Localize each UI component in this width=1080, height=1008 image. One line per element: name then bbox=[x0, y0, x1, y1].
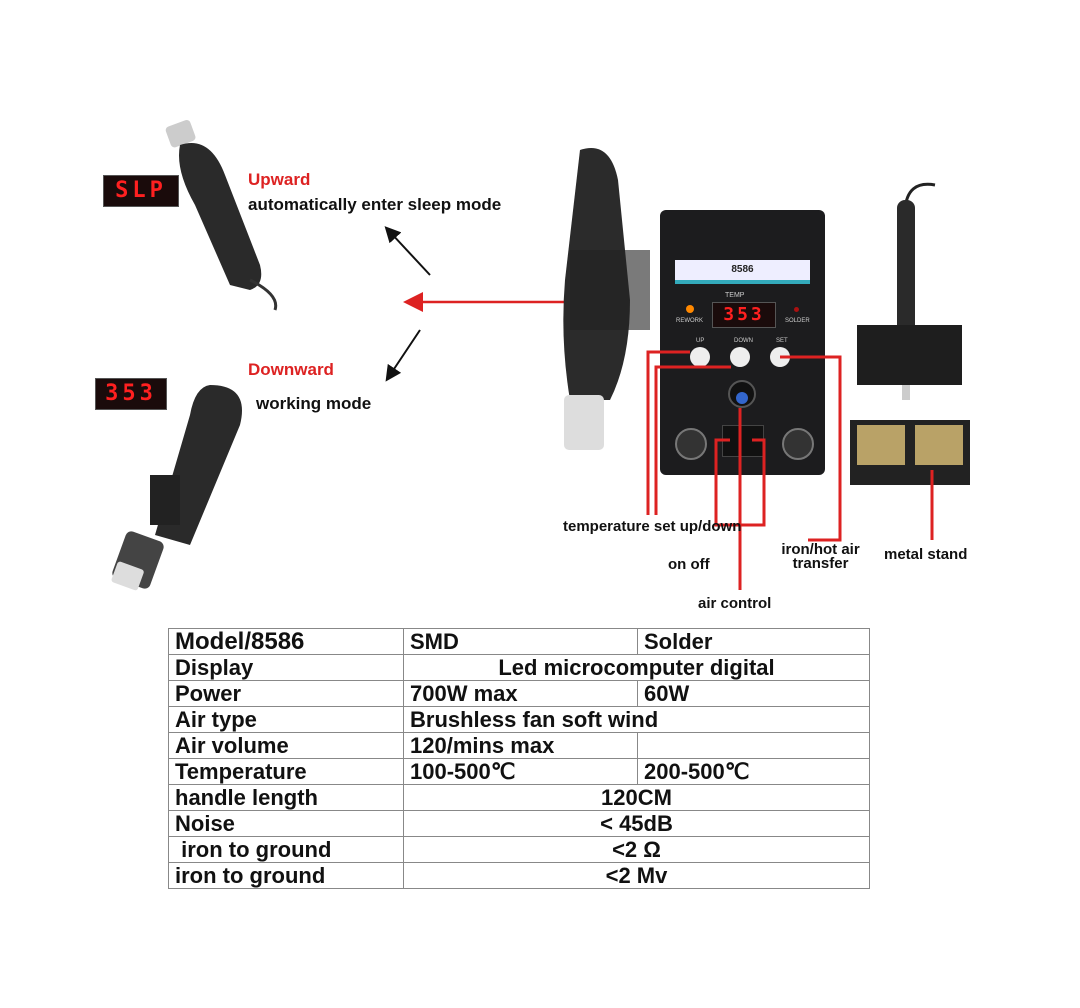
callout-temperature: temperature set up/down bbox=[563, 518, 742, 535]
callout-lines bbox=[646, 350, 934, 590]
spec-label: Display bbox=[168, 654, 404, 681]
table-row: iron to ground<2 Mv bbox=[168, 862, 870, 889]
set-label: SET bbox=[776, 338, 788, 344]
soldering-iron-stand-image bbox=[850, 182, 970, 485]
down-button[interactable] bbox=[730, 347, 750, 367]
spec-label: Temperature bbox=[168, 758, 404, 785]
spec-value: 120CM bbox=[403, 784, 870, 811]
solder-label: SOLDER bbox=[785, 318, 810, 324]
working-display: 353 bbox=[95, 378, 167, 410]
spec-label: Air type bbox=[168, 706, 404, 733]
downward-title: Downward bbox=[248, 360, 334, 379]
callout-air-control: air control bbox=[698, 595, 772, 612]
air-control-knob[interactable] bbox=[728, 380, 756, 408]
spec-value: SMD bbox=[403, 628, 638, 655]
spec-label: iron to ground bbox=[168, 862, 404, 889]
arrow-up-icon bbox=[384, 226, 431, 276]
table-row: Noise< 45dB bbox=[168, 810, 870, 837]
solder-connector-icon bbox=[782, 428, 814, 460]
spec-value bbox=[637, 732, 870, 759]
down-label: DOWN bbox=[734, 338, 753, 344]
temp-label: TEMP bbox=[725, 292, 745, 299]
spec-label: Noise bbox=[168, 810, 404, 837]
downward-desc: working mode bbox=[256, 394, 372, 413]
rework-label: REWORK bbox=[676, 318, 703, 324]
spec-label: handle length bbox=[168, 784, 404, 811]
spec-value: <2 Ω bbox=[403, 836, 870, 863]
station-hot-air-gun-image bbox=[563, 148, 650, 450]
callout-transfer: iron/hot air transfer bbox=[781, 541, 860, 572]
spec-value: Brushless fan soft wind bbox=[403, 706, 870, 733]
spec-value: Led microcomputer digital bbox=[403, 654, 870, 681]
spec-value: 60W bbox=[637, 680, 870, 707]
hot-air-gun-upward-image bbox=[165, 120, 278, 311]
spec-value: 100-500℃ bbox=[403, 758, 638, 785]
spec-value: Solder bbox=[637, 628, 870, 655]
spec-value: 120/mins max bbox=[403, 732, 638, 759]
spec-value: < 45dB bbox=[403, 810, 870, 837]
up-label: UP bbox=[696, 338, 705, 344]
callout-stand: metal stand bbox=[884, 546, 968, 563]
table-row: iron to ground<2 Ω bbox=[168, 836, 870, 863]
hot-air-gun-downward-image bbox=[111, 385, 242, 591]
station-body: 8586 TEMP 353 REWORK SOLDER UP DOWN SET bbox=[660, 210, 825, 475]
spec-value: <2 Mv bbox=[403, 862, 870, 889]
model-label: 8586 bbox=[675, 260, 810, 284]
solder-led-icon bbox=[794, 307, 799, 312]
spec-label: Air volume bbox=[168, 732, 404, 759]
callout-on-off: on off bbox=[668, 556, 710, 573]
spec-value: 200-500℃ bbox=[637, 758, 870, 785]
spec-value: 700W max bbox=[403, 680, 638, 707]
upward-desc: automatically enter sleep mode bbox=[248, 195, 502, 214]
up-button[interactable] bbox=[690, 347, 710, 367]
spec-label: iron to ground bbox=[168, 836, 404, 863]
rework-connector-icon bbox=[675, 428, 707, 460]
sleep-display: SLP bbox=[103, 175, 179, 207]
station-display: 353 bbox=[712, 302, 776, 328]
upward-title: Upward bbox=[248, 170, 311, 189]
spec-label: Model/8586 bbox=[168, 628, 404, 655]
spec-label: Power bbox=[168, 680, 404, 707]
rework-led-icon bbox=[686, 305, 694, 313]
arrow-down-icon bbox=[385, 329, 421, 382]
